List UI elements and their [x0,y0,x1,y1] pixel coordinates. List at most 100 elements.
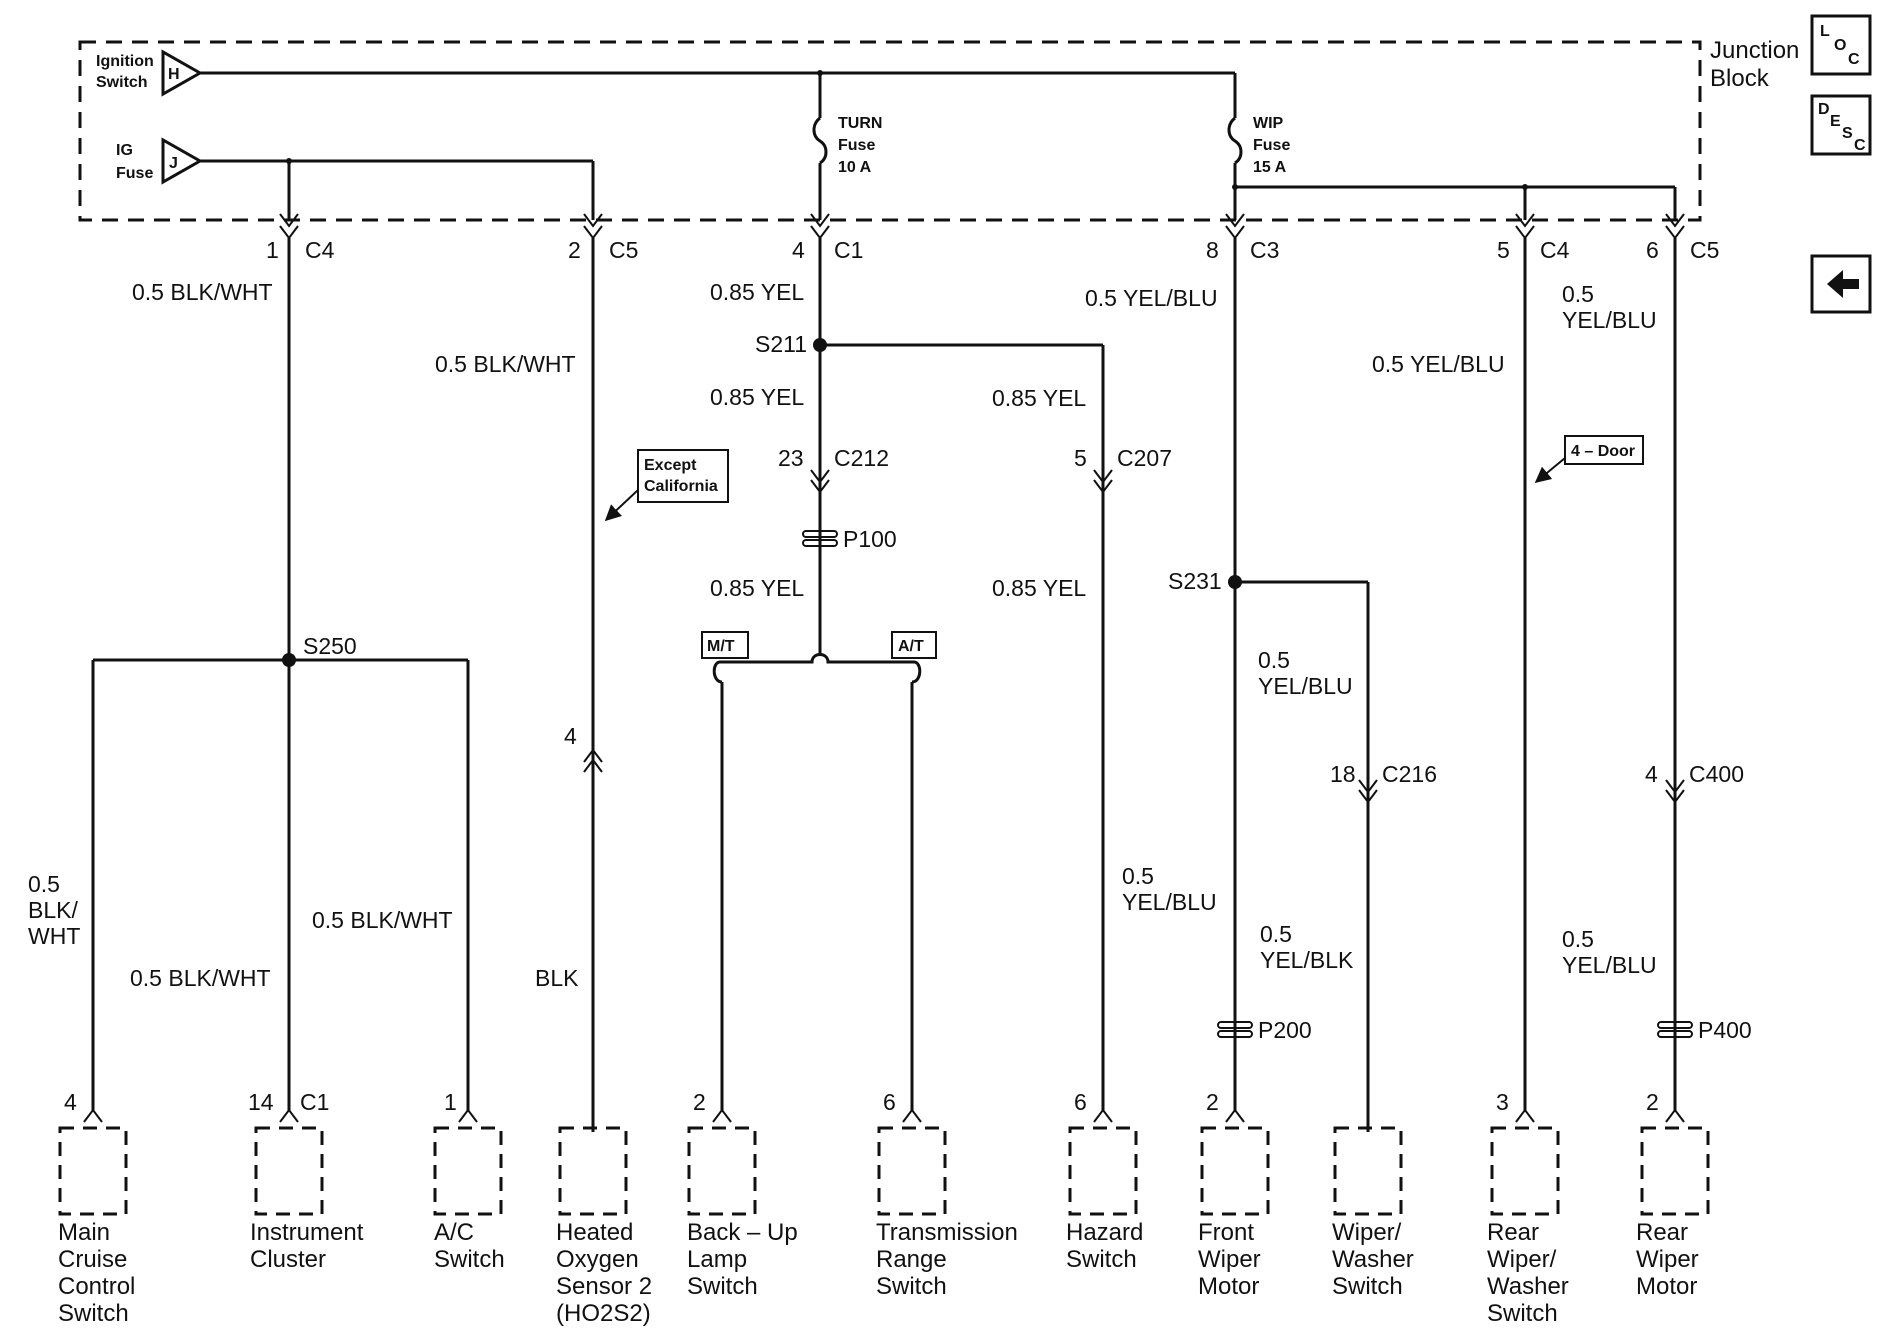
svg-text:C5: C5 [1690,237,1719,263]
svg-text:2: 2 [568,237,581,263]
wip-fuse-label-2: Fuse [1253,137,1290,154]
component-box-instrument [254,1126,324,1216]
header-connector-c3-8: 8 C3 [1206,213,1279,263]
svg-text:23: 23 [778,445,804,471]
svg-text:Switch: Switch [1066,1246,1137,1273]
wire-label: YEL/BLU [1562,952,1657,978]
svg-text:Heated: Heated [556,1219,633,1246]
wire-label: 0.85 YEL [992,385,1086,411]
svg-text:Cruise: Cruise [58,1246,127,1273]
component-box-front-wiper [1200,1126,1270,1216]
component-box-ac [433,1126,503,1216]
svg-text:Control: Control [58,1273,135,1300]
desc-icon[interactable]: D E S C [1810,94,1872,156]
svg-text:D: D [1818,101,1830,118]
wire-label: 0.5 YEL/BLU [1372,351,1505,377]
svg-text:3: 3 [1496,1089,1509,1115]
component-label-ac: A/C Switch [434,1219,505,1273]
component-label-front-wiper: Front Wiper Motor [1198,1219,1261,1300]
pass-through-p200: P200 [1217,1017,1312,1043]
wire-label: BLK [535,965,579,991]
ignition-terminal: H [161,49,204,97]
wire-label: YEL/BLU [1258,673,1353,699]
svg-text:C: C [1848,51,1860,68]
svg-text:2: 2 [1206,1089,1219,1115]
junction-block-label-2: Block [1710,65,1770,92]
turn-fuse-label: TURN [838,115,882,132]
svg-text:Switch: Switch [876,1273,947,1300]
svg-text:A/C: A/C [434,1219,474,1246]
svg-text:Cluster: Cluster [250,1246,326,1273]
svg-text:6: 6 [883,1089,896,1115]
component-label-rear-washer: Rear Wiper/ Washer Switch [1487,1219,1569,1327]
loc-icon[interactable]: L O C [1810,14,1872,76]
header-connector-c1-4: 4 C1 [792,213,863,263]
svg-text:(HO2S2): (HO2S2) [556,1300,651,1327]
svg-text:C1: C1 [300,1089,329,1115]
svg-text:Wiper/: Wiper/ [1332,1219,1402,1246]
wire-trans-bend [911,660,922,684]
svg-text:S: S [1842,125,1853,142]
pin-terminal-hazard: 6 [1074,1089,1113,1123]
svg-text:H: H [168,66,180,83]
component-label-wiper-washer: Wiper/ Washer Switch [1332,1219,1414,1300]
svg-text:1: 1 [444,1089,457,1115]
junction-block-boundary [78,40,1702,222]
component-label-instrument: Instrument Cluster [250,1219,364,1273]
wire-label: 0.5 [1260,921,1292,947]
inline-connector-c207: 5 C207 [1074,445,1172,494]
option-mt-label: M/T [701,631,749,659]
svg-text:4: 4 [564,723,577,749]
svg-text:Motor: Motor [1636,1273,1697,1300]
svg-text:A/T: A/T [898,638,924,655]
svg-text:Switch: Switch [687,1273,758,1300]
svg-text:Front: Front [1198,1219,1254,1246]
wire-label: 0.5 [1258,647,1290,673]
ig-fuse-terminal: J [161,137,204,185]
turn-fuse-label-2: Fuse [838,137,875,154]
wire-label: 0.85 YEL [710,575,804,601]
wire-label: 0.5 [1562,926,1594,952]
svg-text:Wiper: Wiper [1198,1246,1261,1273]
svg-text:California: California [644,478,718,495]
svg-text:6: 6 [1646,237,1659,263]
svg-text:4: 4 [1645,761,1658,787]
wip-fuse-label: WIP [1253,115,1284,132]
component-label-trans: Transmission Range Switch [876,1219,1018,1300]
component-box-backup [687,1126,757,1216]
wire-label: 0.85 YEL [710,384,804,410]
svg-text:Wiper/: Wiper/ [1487,1246,1557,1273]
svg-text:Lamp: Lamp [687,1246,747,1273]
splice-dot [1232,184,1238,190]
header-connector-c5-6: 6 C5 [1646,213,1719,263]
component-box-ho2s [558,1126,628,1216]
pin-terminal-rear-wiper: 2 [1646,1089,1685,1123]
wire-label: 0.5 BLK/WHT [130,965,271,991]
turn-fuse-symbol [812,116,828,165]
option-except-california: Except California [604,449,729,522]
splice-label: S231 [1168,568,1222,594]
inline-connector-ho2s: 4 [564,723,603,773]
arrow-left-icon[interactable] [1810,254,1872,314]
svg-text:Back – Up: Back – Up [687,1219,798,1246]
pin-terminal-front-wiper: 2 [1206,1089,1245,1123]
wire-label: 0.85 YEL [710,279,804,305]
wire-label: 0.5 YEL/BLU [1085,285,1218,311]
wire-backup-bend [712,660,723,684]
svg-text:Hazard: Hazard [1066,1219,1143,1246]
wire-label: 0.5 [28,871,60,897]
wire-label: 0.5 BLK/WHT [132,279,273,305]
svg-text:C216: C216 [1382,761,1437,787]
wire-label: YEL/BLK [1260,947,1354,973]
svg-text:P200: P200 [1258,1017,1312,1043]
svg-text:Switch: Switch [58,1300,129,1327]
svg-text:2: 2 [1646,1089,1659,1115]
splice-label: S250 [303,633,357,659]
header-connector-c4-5: 5 C4 [1497,213,1570,263]
inline-connector-c216: 18 C216 [1330,761,1437,804]
svg-text:Rear: Rear [1487,1219,1539,1246]
svg-text:Except: Except [644,457,697,474]
svg-text:Switch: Switch [1332,1273,1403,1300]
svg-text:P100: P100 [843,526,897,552]
